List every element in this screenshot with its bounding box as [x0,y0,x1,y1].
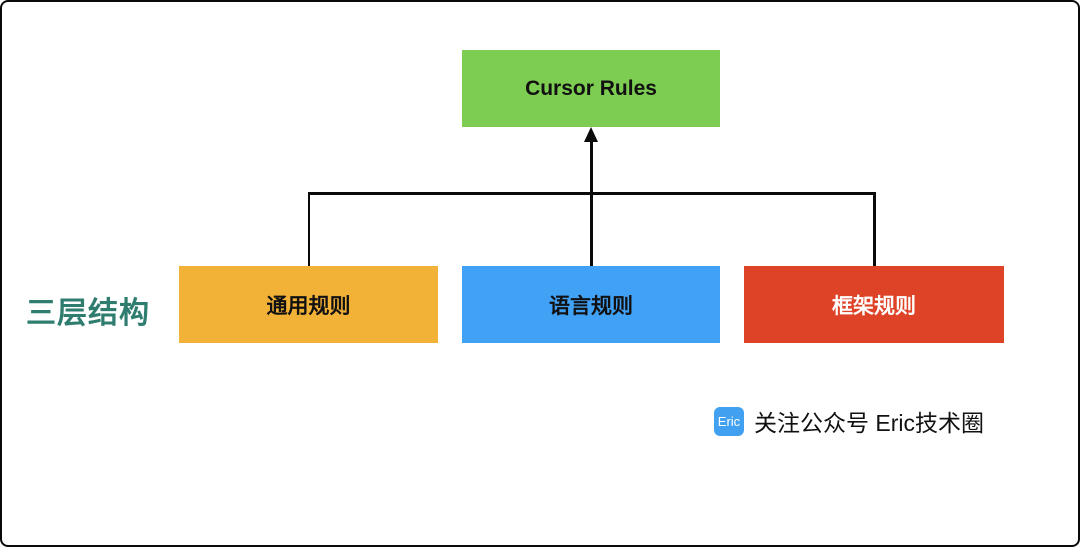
connector-vertical-center [590,140,593,267]
connector-vertical-right [873,192,876,267]
node-general-rules: 通用规则 [179,266,438,343]
row-label-three-layers: 三层结构 [26,297,150,330]
watermark: Eric 关注公众号 Eric技术圈 [714,404,984,438]
node-cursor-rules-label: Cursor Rules [525,76,657,100]
connector-vertical-left [307,192,310,267]
node-language-rules-label: 语言规则 [549,294,633,318]
node-general-rules-label: 通用规则 [266,294,351,318]
node-cursor-rules: Cursor Rules [462,50,720,127]
node-framework-rules: 框架规则 [744,266,1004,343]
node-framework-rules-label: 框架规则 [832,294,916,318]
node-language-rules: 语言规则 [462,266,720,343]
eric-logo-badge: Eric [714,406,744,436]
watermark-text: 关注公众号 Eric技术圈 [754,410,984,436]
arrow-up-icon [584,127,598,142]
